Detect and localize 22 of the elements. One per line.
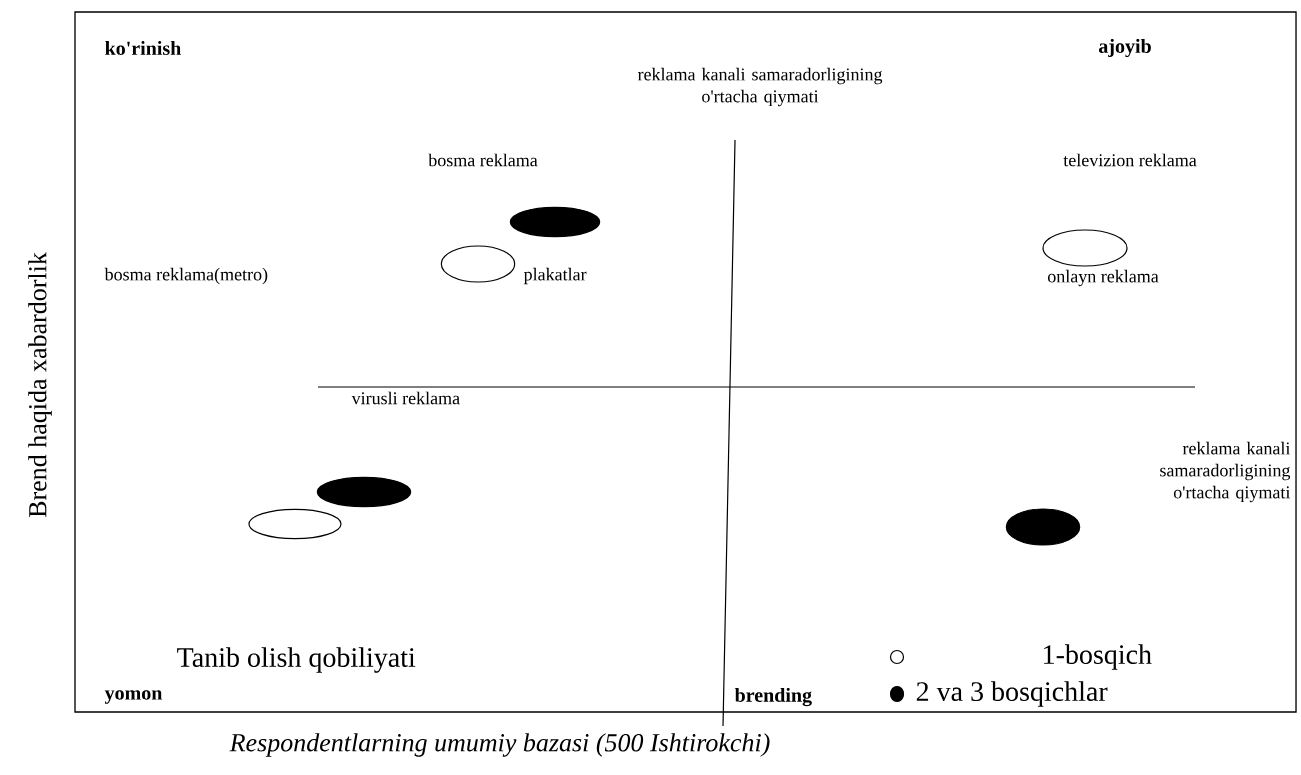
quadrant-label: ajoyib xyxy=(1099,38,1151,58)
axis-title: Respondentlarning umumiy bazasi (500 Ishtirokchi) xyxy=(229,733,770,757)
point-label: virusli reklama xyxy=(351,391,460,405)
point-label: bosma reklama(metro) xyxy=(104,267,268,285)
filled-ellipse xyxy=(1005,508,1081,546)
average-label: reklama kanali samaradorligining o'rtacha qiymati xyxy=(637,67,883,107)
quadrant-label: yomon xyxy=(104,690,163,704)
legend-label: 1-bosqich xyxy=(1044,644,1152,670)
axis-title: Tanib olish qobiliyati xyxy=(177,647,416,673)
average-label: reklama kanali samaradorligining o'rtacha qiymati xyxy=(1160,441,1291,503)
point-label: plakatlar xyxy=(523,267,587,285)
open-ellipse xyxy=(248,508,342,540)
point-label: televizion reklama xyxy=(1063,153,1197,167)
axis-title: Brend haqida xabardorlik xyxy=(28,252,52,518)
legend-label: 2 va 3 bosqichlar xyxy=(916,681,1108,707)
filled-ellipse xyxy=(509,206,601,238)
point-label: bosma reklama xyxy=(428,153,538,167)
quadrant-label: ko'rinish xyxy=(105,41,181,56)
open-ellipse xyxy=(440,245,516,283)
quadrant-label: brending xyxy=(734,687,812,707)
filled-ellipse xyxy=(316,476,412,508)
open-ellipse xyxy=(1042,229,1128,267)
